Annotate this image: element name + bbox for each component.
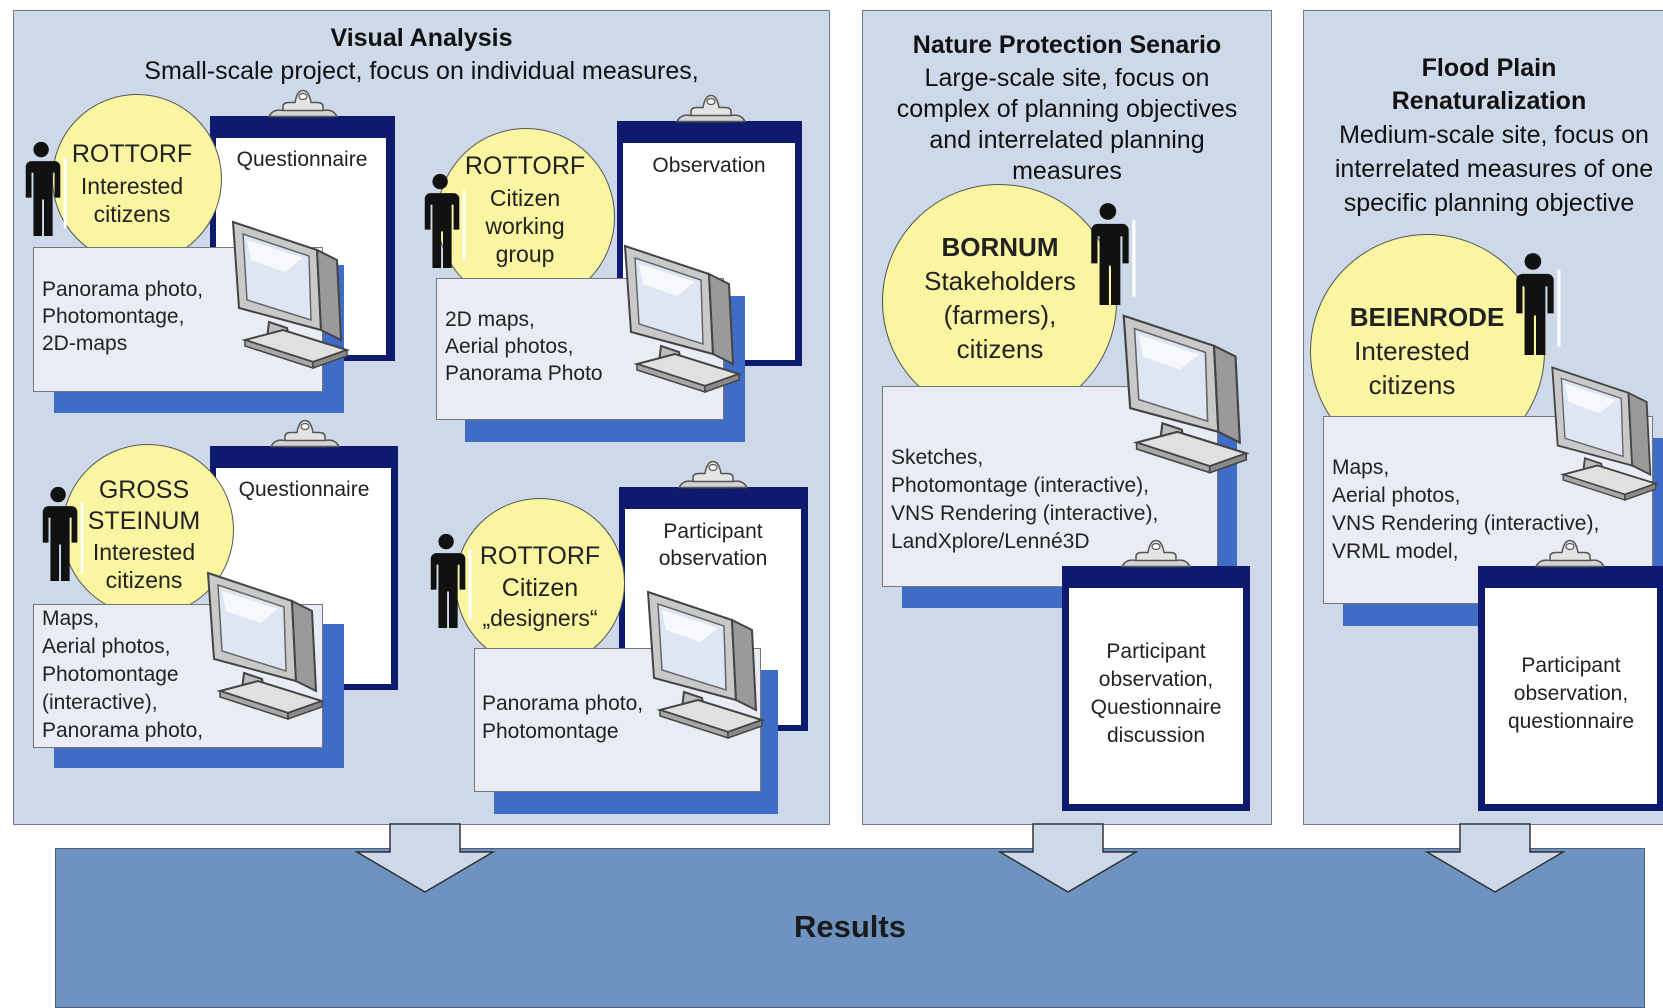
site-name: ROTTORF — [71, 140, 193, 168]
site-name: BORNUM — [941, 232, 1059, 262]
media-item: Photomontage (interactive), — [891, 474, 1149, 497]
person-icon — [1510, 250, 1562, 356]
participants-line-2: citizens — [93, 201, 171, 227]
method-label-line-3: questionnaire — [1507, 710, 1635, 733]
person-icon — [419, 170, 467, 270]
participants-line-1: Stakeholders — [924, 266, 1076, 296]
clipboard-icon — [1106, 537, 1206, 570]
method-label-line-2: observation, — [1098, 668, 1214, 691]
method-label-line-1: Participant — [663, 520, 763, 543]
participants-line-2: citizens — [1368, 370, 1456, 400]
media-item: VNS Rendering (interactive), — [1332, 512, 1600, 535]
media-item: Aerial photos, — [445, 335, 574, 358]
media-item: Panorama photo, — [42, 278, 204, 301]
arrow-down-icon — [354, 823, 496, 893]
method-label-line-2: observation, — [1513, 682, 1629, 705]
panel-subtitle-line-4: measures — [1012, 157, 1122, 185]
media-item: Maps, — [42, 607, 100, 630]
media-item: LandXplore/Lenné3D — [891, 530, 1090, 553]
media-item: Panorama Photo — [445, 362, 603, 385]
clipboard-icon — [663, 458, 763, 491]
media-item: Panorama photo, — [482, 692, 644, 715]
site-name: BEIENRODE — [1349, 302, 1505, 332]
monitor-icon — [200, 563, 330, 723]
clipboard-icon — [253, 87, 353, 120]
panel-title: Nature Protection Senario — [912, 31, 1222, 59]
panel-subtitle-line-1: Large-scale site, focus on — [924, 64, 1210, 92]
media-item: Photomontage — [42, 663, 179, 686]
participants-line-1: Citizen — [489, 185, 561, 211]
monitor-icon — [640, 582, 770, 742]
media-item: Photomontage, — [42, 305, 185, 328]
participants-line-3: group — [495, 241, 555, 267]
person-icon — [1085, 200, 1137, 306]
media-item: VNS Rendering (interactive), — [891, 502, 1159, 525]
media-item: Sketches, — [891, 446, 984, 469]
person-icon — [37, 483, 85, 583]
participants-line-1: Interested — [92, 539, 196, 565]
participant-circle — [882, 184, 1117, 419]
clipboard-icon — [661, 92, 761, 125]
panel-subtitle-line-2: complex of planning objectives — [896, 95, 1238, 123]
panel-subtitle-line-3: specific planning objective — [1343, 189, 1635, 217]
person-icon — [425, 530, 473, 630]
monitor-icon — [225, 212, 355, 372]
person-icon — [20, 138, 68, 238]
results-box: Results — [55, 848, 1645, 1008]
participants-line-2: „designers“ — [482, 605, 598, 631]
panel-subtitle-line-1: Medium-scale site, focus on — [1339, 121, 1649, 149]
panel-subtitle: Small-scale project, focus on individual… — [144, 57, 699, 85]
monitor-icon — [1545, 345, 1663, 517]
participants-line-2: (farmers), — [943, 300, 1057, 330]
participants-line-1: Interested — [80, 173, 184, 199]
media-item: Photomontage — [482, 720, 619, 743]
media-item: 2D maps, — [445, 308, 535, 331]
panel-title-line-1: Flood Plain — [1421, 54, 1557, 82]
participants-line-2: working — [485, 213, 565, 239]
results-label: Results — [794, 909, 906, 944]
method-label: Observation — [652, 154, 766, 177]
clipboard-icon — [255, 417, 355, 450]
site-name: ROTTORF — [464, 152, 586, 180]
method-label: Questionnaire — [238, 478, 370, 501]
participant-circle — [455, 498, 625, 668]
method-label-line-1: Participant — [1521, 654, 1621, 677]
media-item: Maps, — [1332, 456, 1390, 479]
site-name: ROTTORF — [479, 542, 601, 570]
participants-line-1: Interested — [1354, 336, 1470, 366]
media-item: (interactive), — [42, 691, 158, 714]
panel-title: Visual Analysis — [330, 24, 513, 52]
panel-title-line-2: Renaturalization — [1391, 87, 1587, 115]
panel-subtitle-line-2: interrelated measures of one — [1334, 155, 1654, 183]
method-label-line-2: observation — [658, 547, 768, 570]
media-item: Aerial photos, — [42, 635, 171, 658]
site-name-line-2: STEINUM — [87, 507, 201, 535]
monitor-icon — [617, 236, 747, 396]
monitor-icon — [1115, 305, 1255, 477]
panel-subtitle-line-3: and interrelated planning — [929, 126, 1205, 154]
method-label-line-4: discussion — [1106, 724, 1206, 747]
arrow-down-icon — [1424, 823, 1566, 893]
method-label-line-3: Questionnaire — [1090, 696, 1222, 719]
media-item: VRML model, — [1332, 540, 1459, 563]
site-name-line-1: GROSS — [98, 476, 190, 504]
media-item: Aerial photos, — [1332, 484, 1461, 507]
method-label: Questionnaire — [236, 148, 368, 171]
media-item: Panorama photo, — [42, 719, 204, 742]
media-item: 2D-maps — [42, 332, 128, 355]
participants-line-2: citizens — [105, 567, 183, 593]
arrow-down-icon — [997, 823, 1139, 893]
participants-line-1: Citizen — [501, 574, 579, 602]
method-label-line-1: Participant — [1106, 640, 1206, 663]
clipboard-icon — [1520, 537, 1620, 570]
participants-line-3: citizens — [956, 334, 1044, 364]
